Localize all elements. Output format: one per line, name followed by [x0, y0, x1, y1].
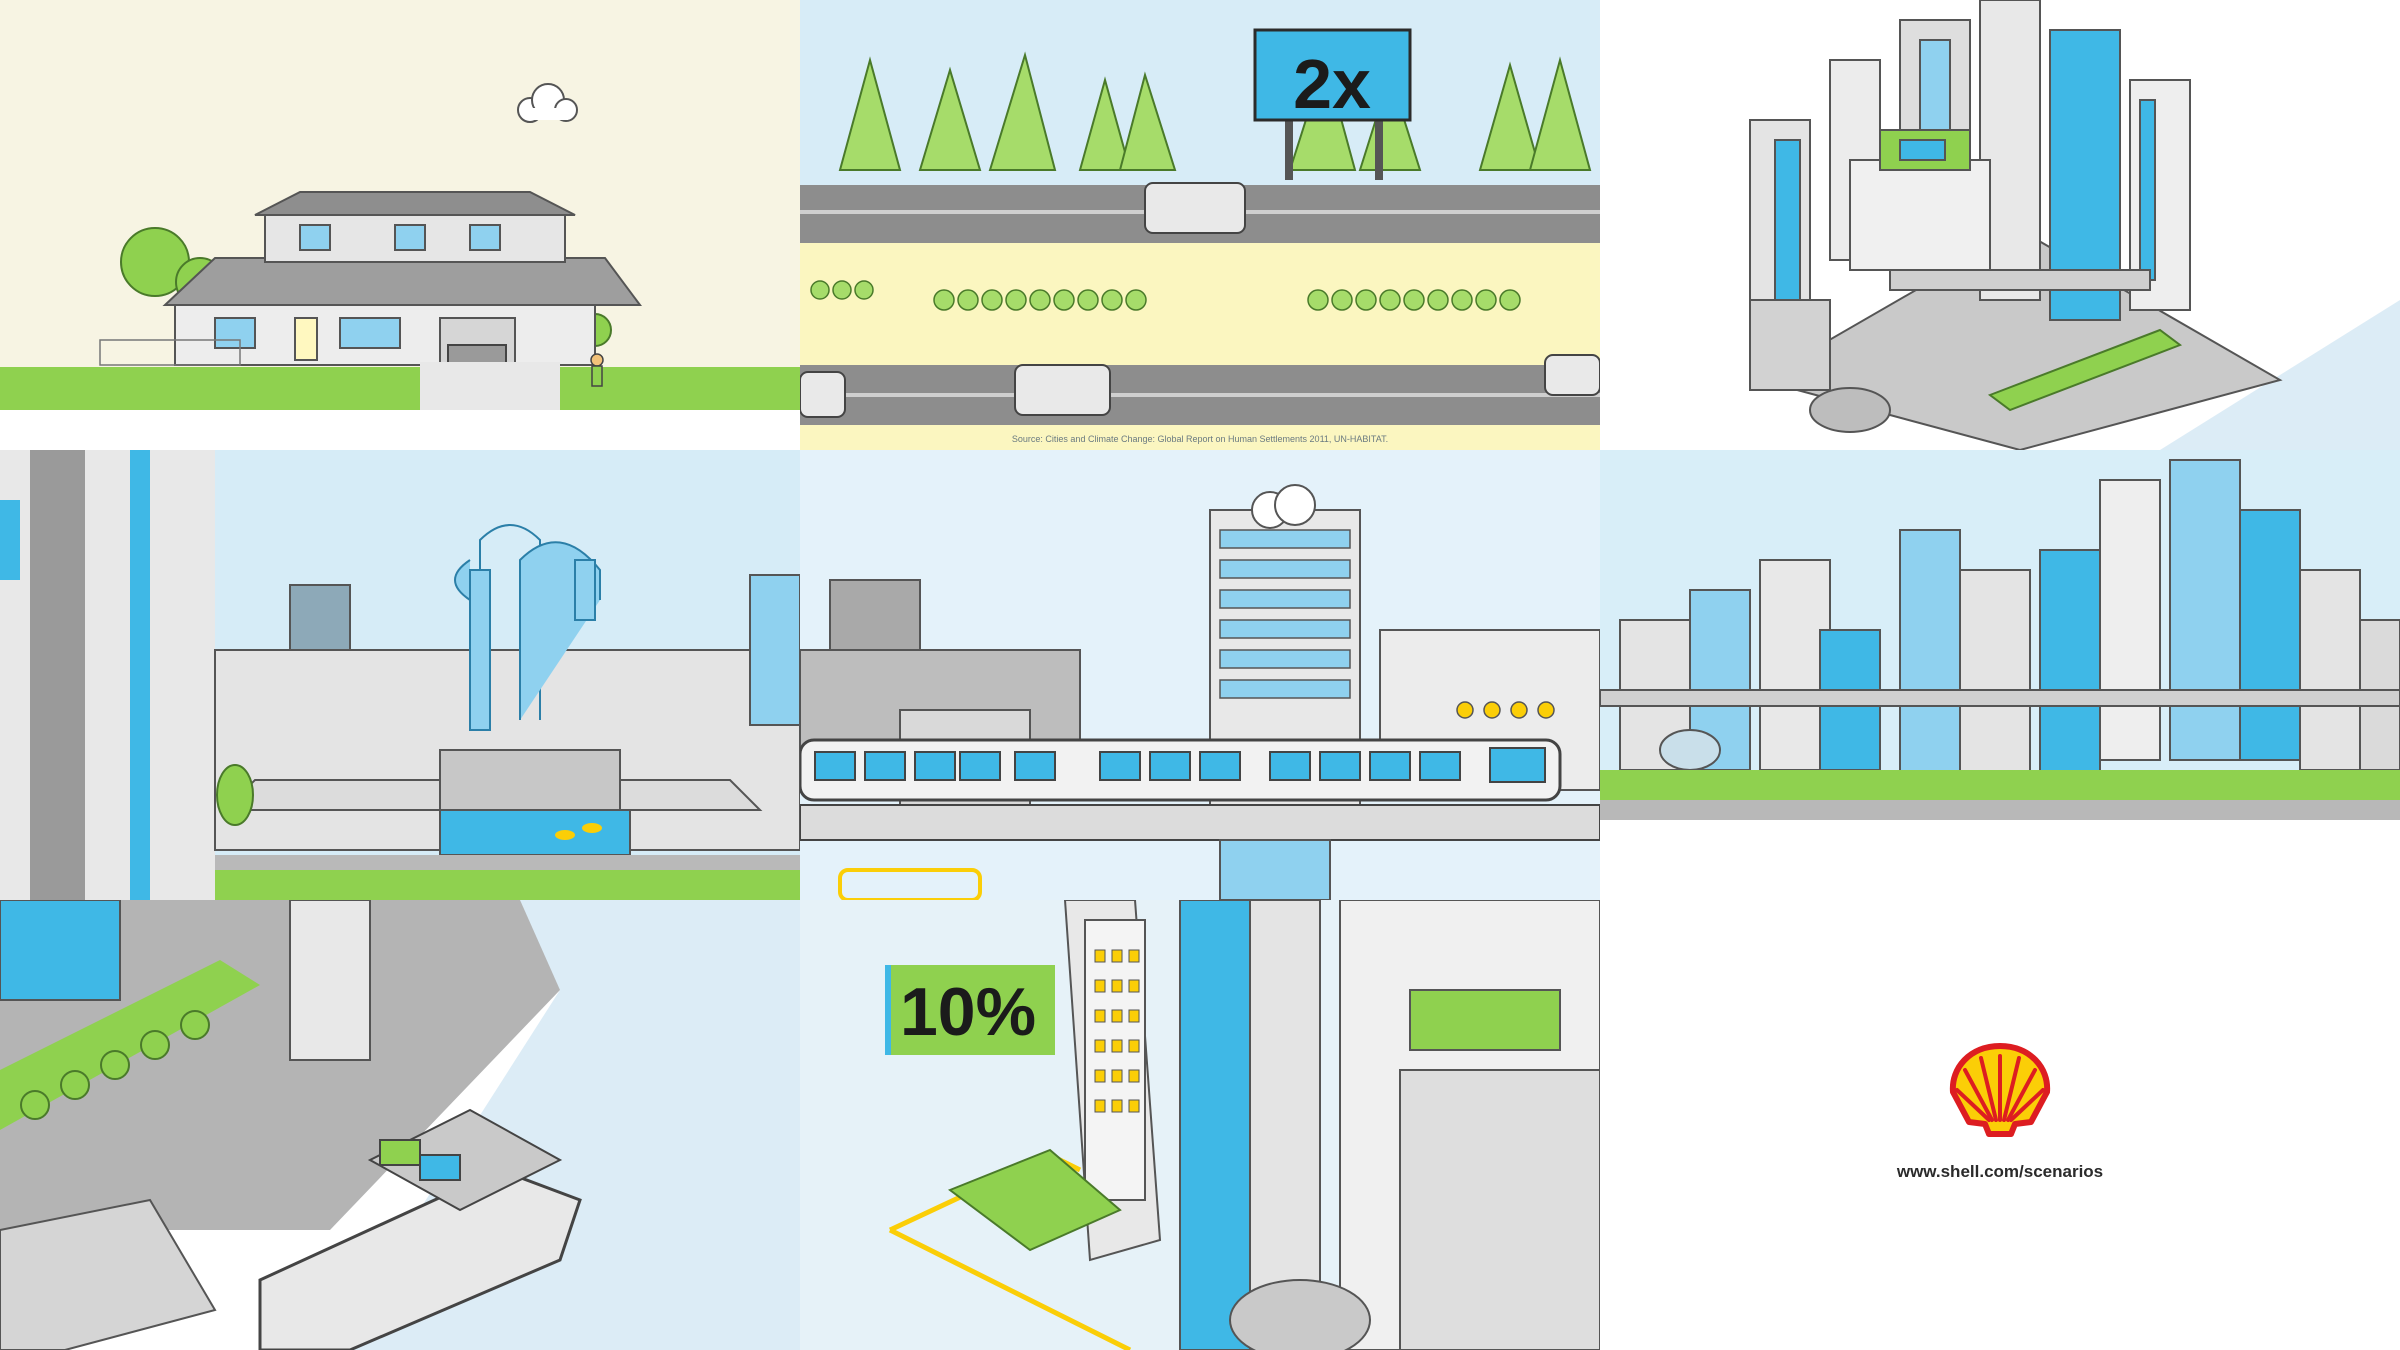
website-url[interactable]: www.shell.com/scenarios: [1896, 1162, 2104, 1181]
panel-density-stat: 10%: [800, 900, 1600, 1350]
panel-isometric-city: [1600, 0, 2400, 450]
panel-city-skyline: [1600, 450, 2400, 900]
billboard-label: 2x: [1293, 45, 1371, 123]
panel-fountain-plaza: [0, 450, 800, 900]
panel-elevated-train: [800, 450, 1600, 900]
panel-harbor: [0, 900, 800, 1350]
cloud-icon: [517, 83, 578, 123]
train: [800, 738, 1562, 802]
panel-road-billboard: 2x Source: Cities and Climate Change: Gl: [800, 0, 1600, 450]
source-citation: Source: Cities and Climate Change: Globa…: [1012, 434, 1388, 444]
billboard: 2x: [1253, 28, 1412, 180]
stat-label: 10%: [900, 974, 1036, 1050]
panel-end-card: www.shell.com/scenarios: [1600, 900, 2400, 1350]
panel-suburban-house: [0, 0, 800, 450]
stat-badge: 10%: [885, 965, 1055, 1055]
shell-logo-icon: [1949, 1043, 2051, 1137]
fountain: [454, 524, 601, 731]
